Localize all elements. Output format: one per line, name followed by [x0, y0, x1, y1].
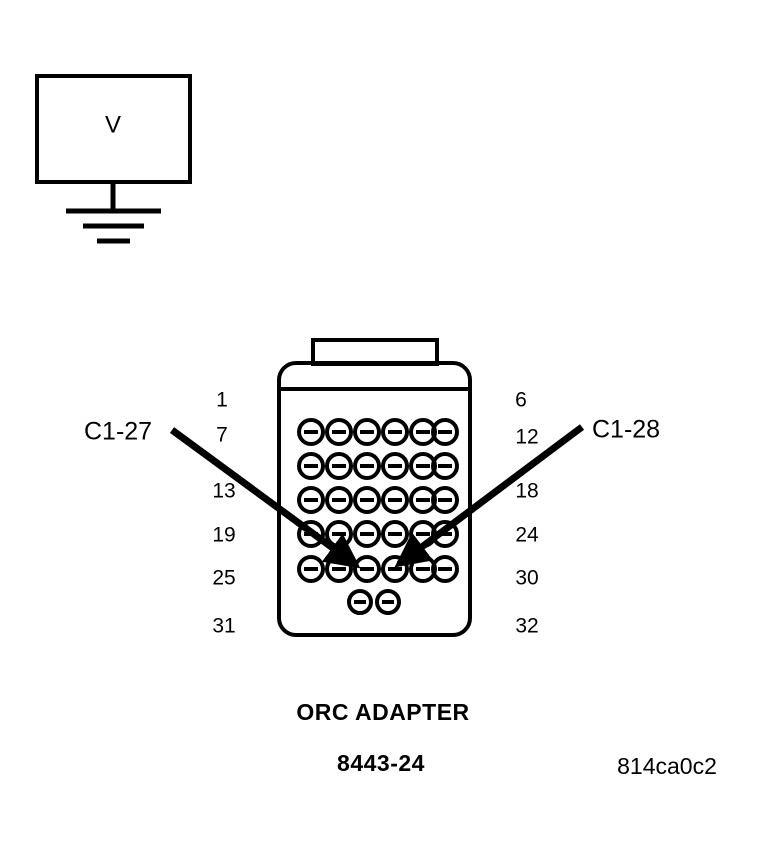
pin-number-left-6: 31 [212, 615, 235, 638]
pin-row-2 [297, 452, 459, 480]
pin [297, 555, 325, 583]
connector-caption-name: ORC ADAPTER [296, 699, 469, 725]
voltmeter-symbol: V [35, 74, 192, 244]
pin [381, 452, 409, 480]
pin [381, 418, 409, 446]
pin [381, 520, 409, 548]
pin [325, 486, 353, 514]
pin-number-left-3: 13 [212, 480, 235, 503]
pin-number-left-4: 19 [212, 524, 235, 547]
pin-number-right-6: 32 [515, 615, 538, 638]
wire-pointer-c1-28: C1-28 [394, 416, 660, 568]
wire-line-c1-27 [169, 427, 361, 569]
pin [353, 520, 381, 548]
pin-number-right-4: 24 [515, 524, 539, 547]
pin [353, 452, 381, 480]
connector-caption-part-number: 8443-24 [337, 750, 425, 776]
connector-housing [277, 361, 472, 637]
wire-pointer-c1-27: C1-27 [84, 418, 361, 569]
pin [381, 486, 409, 514]
right-pin-number-column: 6 12 18 24 30 32 [515, 389, 539, 638]
wire-label-c1-28: C1-28 [592, 416, 660, 444]
pin-number-right-1: 6 [515, 389, 527, 412]
pin [431, 555, 459, 583]
pin-row-1 [297, 418, 459, 446]
pin [325, 452, 353, 480]
pin-grid [297, 418, 459, 615]
pin-number-left-1: 1 [216, 389, 228, 412]
pin [431, 418, 459, 446]
pin-row-5 [297, 555, 459, 583]
pin-row-6 [347, 589, 401, 615]
pin-number-right-2: 12 [515, 426, 538, 449]
connector-top-tab [311, 338, 439, 366]
left-pin-number-column: 1 7 13 19 25 31 [212, 389, 235, 638]
pin [297, 418, 325, 446]
pin [297, 452, 325, 480]
pin [297, 486, 325, 514]
voltmeter-label: V [105, 111, 121, 138]
pin [353, 486, 381, 514]
pin-number-left-2: 7 [216, 424, 228, 447]
ground-symbol [66, 182, 161, 244]
orc-adapter-connector [277, 338, 472, 637]
wire-label-c1-27: C1-27 [84, 418, 152, 446]
pin-number-left-5: 25 [212, 567, 235, 590]
pin [353, 418, 381, 446]
pin [325, 418, 353, 446]
pin [431, 452, 459, 480]
pin-target-c1-27 [353, 555, 381, 583]
reference-code: 814ca0c2 [617, 753, 717, 779]
pin-row-3 [297, 486, 459, 514]
pin-number-right-3: 18 [515, 480, 538, 503]
pin-number-right-5: 30 [515, 567, 538, 590]
pin [431, 486, 459, 514]
pin [347, 589, 373, 615]
wire-line-c1-28 [394, 424, 585, 568]
pin [375, 589, 401, 615]
